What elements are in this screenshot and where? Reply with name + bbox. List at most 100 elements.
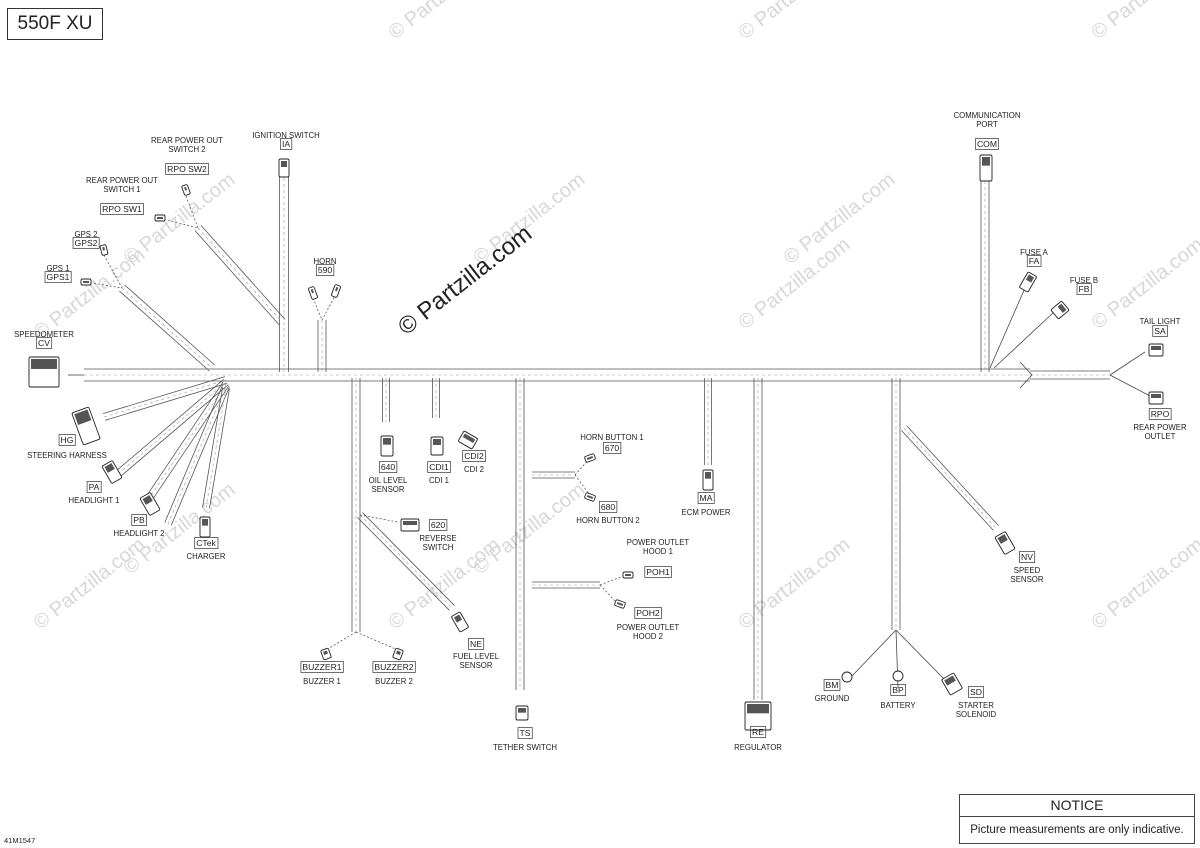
reverse-switch-code-box: [428, 519, 448, 531]
oil-level-sensor-name: OIL LEVEL: [369, 476, 408, 485]
harness-branch: [279, 160, 289, 372]
harness-branch: [317, 320, 327, 372]
lead-wire: [312, 297, 323, 321]
oil-level-sensor-code-box: [378, 461, 398, 473]
tail-light-code: SA: [1154, 326, 1166, 336]
ecm-power-code: MA: [700, 493, 713, 503]
gps-1-code-box: [44, 271, 72, 283]
gps-2-name: GPS 2: [75, 230, 98, 239]
headlight-2-name: HEADLIGHT 2: [114, 529, 165, 538]
lead-wire: [159, 217, 199, 229]
speed-sensor-code-box: [1019, 551, 1036, 563]
harness-branch: [891, 378, 901, 630]
gps-2-code-box: [72, 237, 100, 249]
charger-code-box: [194, 537, 219, 549]
harness-break: [1019, 361, 1033, 389]
lead-wire: [574, 474, 591, 496]
ecm-power-label-group: MA ECM POWER: [682, 492, 731, 517]
ignition-switch-code: IA: [282, 139, 290, 149]
rear-power-out-switch-2-code-box: [165, 163, 209, 175]
rear-power-out-switch-1-name: REAR POWER OUT: [86, 176, 158, 185]
connector-layer: [28, 154, 1164, 731]
oil-level-sensor-code: 640: [381, 462, 396, 472]
headlight-1-code: PA: [89, 482, 100, 492]
ignition-switch-name: IGNITION SWITCH: [252, 131, 320, 140]
fuse-b-connector: [1050, 301, 1070, 319]
notice-box: NOTICE Picture measurements are only ind…: [959, 794, 1195, 844]
steering-harness-code-box: [58, 434, 76, 446]
starter-solenoid-name: STARTER: [958, 701, 994, 710]
headlight-1-code-box: [86, 481, 102, 493]
speedometer-name: SPEEDOMETER: [14, 330, 74, 339]
watermark-text: © Partzilla.com: [1088, 534, 1200, 634]
lead-wire: [599, 574, 627, 586]
gps-2-code: GPS2: [75, 238, 98, 248]
steering-harness-name: STEERING HARNESS: [27, 451, 107, 460]
regulator-name: REGULATOR: [734, 743, 782, 752]
lead-wire: [993, 311, 1055, 369]
ecm-power-name: ECM POWER: [682, 508, 731, 517]
power-outlet-hood-1-code: POH1: [646, 567, 670, 577]
buzzer-1-name: BUZZER 1: [303, 677, 341, 686]
communication-port-code: COM: [977, 139, 997, 149]
lead-wire: [185, 195, 199, 229]
harness-branch: [102, 376, 228, 421]
buzzer-2-code: BUZZER2: [374, 662, 413, 672]
harness-branch: [144, 381, 230, 503]
headlight-2-code: PB: [133, 515, 145, 525]
rear-power-out-switch-2-name: REAR POWER OUT: [151, 136, 223, 145]
harness-branch: [202, 387, 230, 509]
communication-port-code-box: [975, 138, 999, 150]
rear-power-out-switch-1-code: RPO SW1: [102, 204, 142, 214]
power-outlet-hood-2-code-box: [634, 607, 662, 619]
power-outlet-hood-2-name: POWER OUTLET: [617, 623, 680, 632]
rear-power-outlet-connector: [1148, 391, 1164, 405]
fuel-level-sensor-code-box: [468, 638, 485, 650]
horn-name: HORN: [314, 257, 337, 266]
fuse-b-code-box: [1076, 283, 1092, 295]
reverse-switch-connector: [400, 518, 420, 532]
harness-branch: [532, 581, 600, 589]
harness-branch: [164, 384, 230, 526]
starter-solenoid-connector: [941, 672, 963, 696]
gps-1-connector: [80, 278, 92, 286]
harness-branch: [382, 378, 390, 422]
gps-1-code: GPS1: [47, 272, 70, 282]
buzzer-2-connector: [392, 647, 404, 661]
lead-wire: [599, 584, 617, 603]
ground-name: GROUND: [815, 694, 850, 703]
buzzer-1-connector: [320, 647, 332, 661]
ground-code-box: [823, 679, 841, 691]
speed-sensor-code: NV: [1021, 552, 1033, 562]
horn-connector: [308, 286, 318, 300]
tether-switch-code-box: [517, 727, 533, 739]
lead-wire: [325, 631, 357, 651]
communication-port-name: COMMUNICATION: [954, 111, 1021, 120]
horn-button-1-connector: [584, 453, 596, 463]
charger-code: CTek: [196, 538, 216, 548]
fuel-level-sensor-name: FUEL LEVEL: [453, 652, 500, 661]
harness-branch: [532, 471, 575, 479]
ignition-switch-code-box: [280, 138, 293, 150]
harness-branch: [432, 378, 440, 418]
harness-branch: [901, 425, 999, 531]
speed-sensor-name: SENSOR: [1011, 575, 1044, 584]
fuse-b-name: FUSE B: [1070, 276, 1098, 285]
watermark-main: © Partzilla.com: [393, 220, 537, 341]
harness-branch: [194, 225, 286, 325]
charger-connector: [199, 516, 211, 538]
